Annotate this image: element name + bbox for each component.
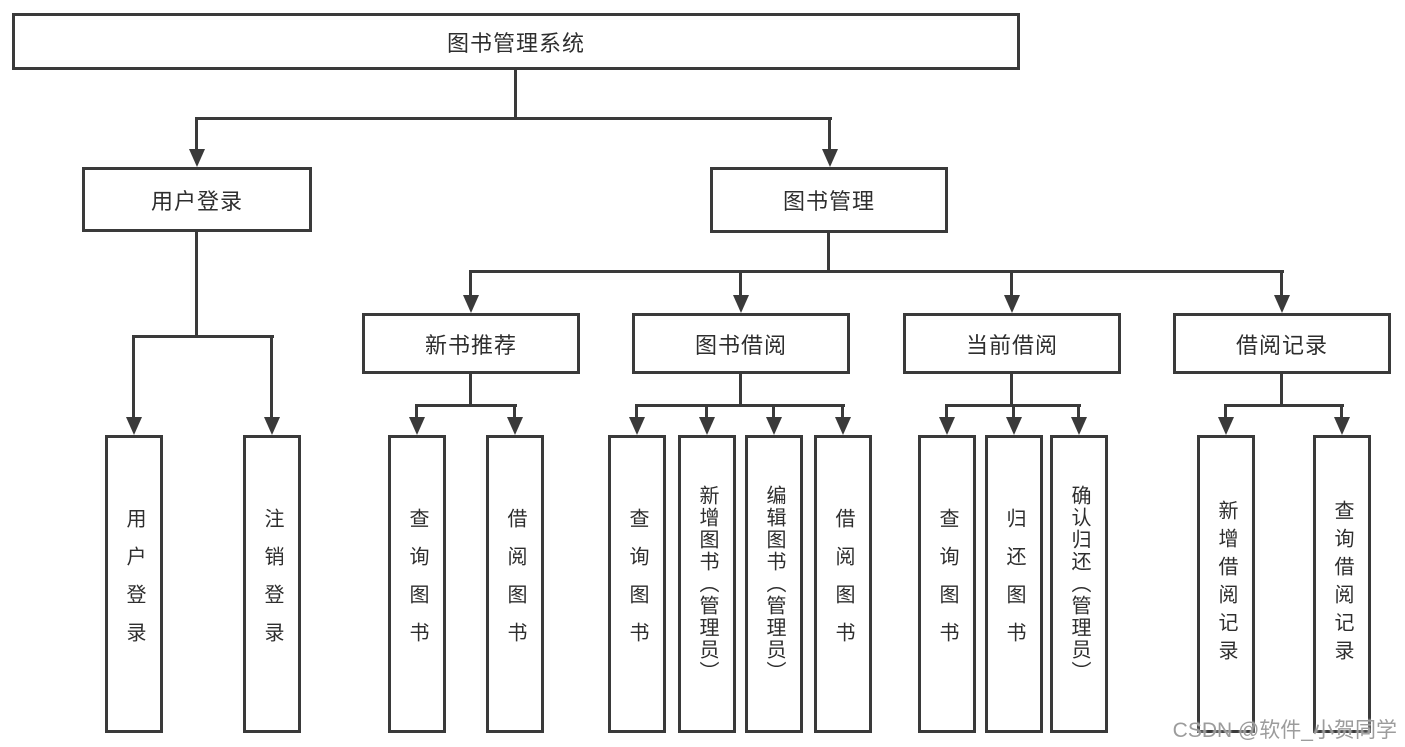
connector-v-line: [841, 404, 844, 420]
connector-v-line: [945, 404, 948, 420]
node-label: 用户登录: [150, 188, 243, 214]
arrowhead-down-icon: [629, 417, 645, 435]
arrowhead-down-icon: [1071, 417, 1087, 435]
arrowhead-down-icon: [507, 417, 523, 435]
node-leaf-query-books-3: 查询图书: [918, 435, 976, 733]
connector-v-line: [132, 335, 135, 420]
connector-v-line: [739, 374, 742, 406]
node-label: 查询借阅记录: [1331, 500, 1353, 668]
connector-v-line: [469, 374, 472, 406]
connector-v-line: [415, 404, 418, 420]
node-label: 图书管理系统: [446, 30, 585, 56]
connector-h-line: [635, 404, 845, 407]
connector-v-line: [469, 270, 472, 297]
node-label: 用户登录: [123, 508, 145, 660]
connector-v-line: [1012, 404, 1015, 420]
arrowhead-down-icon: [733, 295, 749, 313]
node-new-book-recommend: 新书推荐: [362, 313, 580, 374]
connector-v-line: [514, 70, 517, 120]
node-label: 借阅记录: [1235, 332, 1328, 358]
node-leaf-borrow-books-1: 借阅图书: [486, 435, 544, 733]
connector-v-line: [772, 404, 775, 420]
node-leaf-query-books-1: 查询图书: [388, 435, 446, 733]
arrowhead-down-icon: [463, 295, 479, 313]
arrowhead-down-icon: [939, 417, 955, 435]
node-label: 新增图书（管理员）: [696, 485, 718, 683]
arrowhead-down-icon: [835, 417, 851, 435]
arrowhead-down-icon: [822, 149, 838, 167]
arrowhead-down-icon: [189, 149, 205, 167]
node-leaf-add-books-admin: 新增图书（管理员）: [678, 435, 736, 733]
connector-v-line: [635, 404, 638, 420]
node-leaf-confirm-return-admin: 确认归还（管理员）: [1050, 435, 1108, 733]
node-label: 归还图书: [1003, 508, 1025, 660]
arrowhead-down-icon: [1334, 417, 1350, 435]
node-library-system: 图书管理系统: [12, 13, 1020, 70]
arrowhead-down-icon: [766, 417, 782, 435]
node-label: 新增借阅记录: [1215, 500, 1237, 668]
node-label: 图书管理: [782, 189, 875, 214]
node-leaf-add-borrow-record: 新增借阅记录: [1197, 435, 1255, 733]
connector-v-line: [705, 404, 708, 420]
node-label: 借阅图书: [832, 508, 854, 660]
arrowhead-down-icon: [126, 417, 142, 435]
node-user-login: 用户登录: [82, 167, 312, 232]
node-book-borrowing: 图书借阅: [632, 313, 850, 374]
node-label: 借阅图书: [504, 508, 526, 660]
connector-h-line: [1224, 404, 1344, 407]
arrowhead-down-icon: [264, 417, 280, 435]
node-label: 确认归还（管理员）: [1068, 485, 1090, 683]
connector-v-line: [195, 117, 198, 151]
node-label: 查询图书: [406, 508, 428, 660]
connector-h-line: [415, 404, 517, 407]
connector-v-line: [739, 270, 742, 297]
arrowhead-down-icon: [1218, 417, 1234, 435]
node-label: 注销登录: [261, 508, 283, 660]
arrowhead-down-icon: [1004, 295, 1020, 313]
connector-v-line: [195, 232, 198, 337]
connector-v-line: [1280, 374, 1283, 407]
connector-h-line: [132, 335, 274, 338]
watermark-text: CSDN @软件_小贺同学: [1172, 719, 1397, 742]
node-leaf-query-borrow-record: 查询借阅记录: [1313, 435, 1371, 733]
connector-h-line: [469, 270, 1284, 273]
connector-v-line: [1340, 404, 1343, 420]
arrowhead-down-icon: [1006, 417, 1022, 435]
node-book-management: 图书管理: [710, 167, 948, 233]
connector-v-line: [1010, 270, 1013, 297]
connector-v-line: [827, 232, 830, 272]
connector-v-line: [828, 117, 831, 151]
connector-v-line: [270, 335, 273, 420]
node-borrow-records: 借阅记录: [1173, 313, 1391, 374]
connector-v-line: [513, 404, 516, 420]
node-leaf-return-books: 归还图书: [985, 435, 1043, 733]
arrowhead-down-icon: [409, 417, 425, 435]
node-current-borrowing: 当前借阅: [903, 313, 1121, 374]
arrowhead-down-icon: [699, 417, 715, 435]
node-leaf-logout: 注销登录: [243, 435, 301, 733]
node-label: 查询图书: [626, 508, 648, 660]
connector-h-line: [195, 117, 832, 120]
node-label: 当前借阅: [965, 332, 1058, 358]
connector-v-line: [1077, 404, 1080, 420]
connector-v-line: [1010, 374, 1013, 406]
connector-h-line: [945, 404, 1081, 407]
connector-v-line: [1280, 270, 1283, 297]
node-label: 查询图书: [936, 508, 958, 660]
node-leaf-user-login: 用户登录: [105, 435, 163, 733]
connector-v-line: [1224, 404, 1227, 420]
node-label: 图书借阅: [694, 332, 787, 358]
node-label: 编辑图书（管理员）: [763, 485, 785, 683]
node-label: 新书推荐: [424, 332, 517, 358]
arrowhead-down-icon: [1274, 295, 1290, 313]
node-leaf-query-books-2: 查询图书: [608, 435, 666, 733]
node-leaf-edit-books-admin: 编辑图书（管理员）: [745, 435, 803, 733]
node-leaf-borrow-books-2: 借阅图书: [814, 435, 872, 733]
